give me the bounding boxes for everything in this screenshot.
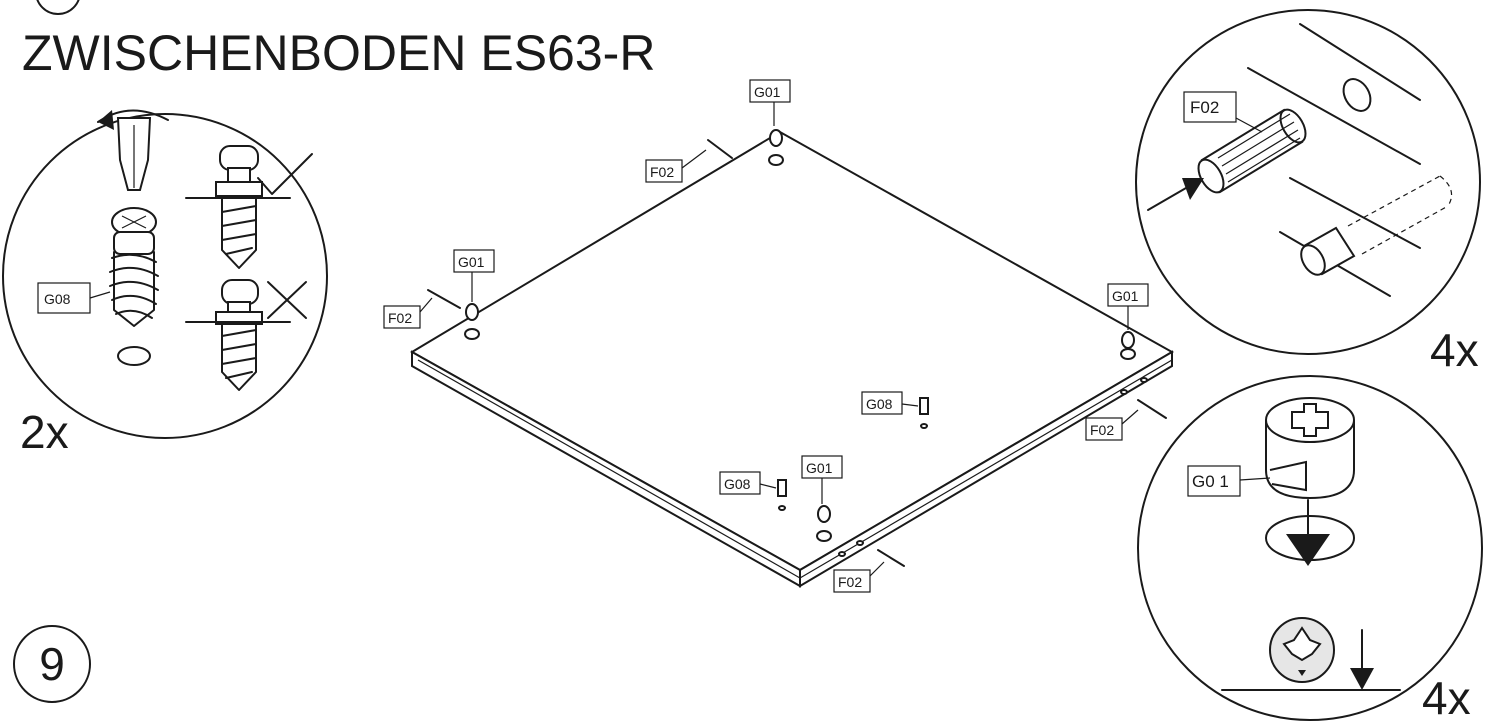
- prev-step-circle: [36, 0, 80, 15]
- label-f02-back: F02: [650, 164, 674, 180]
- panel-hardware: [464, 129, 1148, 557]
- label-box-g08-front: [719, 471, 761, 495]
- checkmark-icon: [257, 153, 313, 195]
- cross-icon: [267, 281, 307, 319]
- bottom-right-count: 4x: [1422, 672, 1471, 722]
- label-box-g01-back: [749, 79, 791, 103]
- down-arrow-icon: [1286, 534, 1330, 566]
- screwdriver-icon: [97, 109, 169, 191]
- label-g08-detail: G08: [44, 291, 71, 307]
- label-g01-left: G01: [458, 254, 485, 270]
- top-right-count: 4x: [1430, 324, 1479, 376]
- label-box-g08-detail: [37, 282, 91, 314]
- label-box-f02-detail: [1183, 91, 1237, 123]
- wrong-screw-icon: [185, 279, 291, 391]
- shelf-panel: [410, 130, 1175, 588]
- label-f02-front: F02: [838, 574, 862, 590]
- left-detail-circle: G08: [2, 109, 328, 439]
- label-box-f02-front: [833, 569, 871, 593]
- step-number-circle: [13, 625, 91, 703]
- label-g08-center: G08: [866, 396, 893, 412]
- arrow-icon: [1182, 178, 1204, 200]
- label-g01-right: G01: [1112, 288, 1139, 304]
- label-f02-right: F02: [1090, 422, 1114, 438]
- step-number: 9: [39, 638, 65, 690]
- inserted-dowel-icon: [1300, 175, 1453, 276]
- label-f02-left: F02: [388, 310, 412, 326]
- label-box-g08-center: [861, 391, 903, 415]
- top-right-detail-circle: F02: [1135, 9, 1481, 355]
- correct-screw-icon: [185, 145, 291, 269]
- label-g01-front: G01: [806, 460, 833, 476]
- label-g01-back: G01: [754, 84, 781, 100]
- label-g08-front: G08: [724, 476, 751, 492]
- dowel-icon: [1197, 108, 1307, 194]
- bottom-right-detail-circle: G0 1: [1137, 375, 1483, 721]
- left-count: 2x: [20, 406, 69, 458]
- label-f02-detail: F02: [1190, 98, 1219, 117]
- label-box-f02-right: [1085, 417, 1123, 441]
- label-box-g01-left: [453, 249, 495, 273]
- label-box-f02-back: [645, 159, 683, 183]
- main-labels: G01 F02 G01 F02 G01 G08 F02 G01 G08 F02: [383, 79, 1149, 593]
- page-title: ZWISCHENBODEN ES63-R: [22, 25, 655, 81]
- label-box-f02-left: [383, 305, 421, 329]
- panel-dowels: [427, 139, 1167, 567]
- label-g01-detail: G0 1: [1192, 472, 1229, 491]
- cam-screw-icon: [109, 207, 159, 366]
- label-box-g01-detail: [1187, 465, 1241, 497]
